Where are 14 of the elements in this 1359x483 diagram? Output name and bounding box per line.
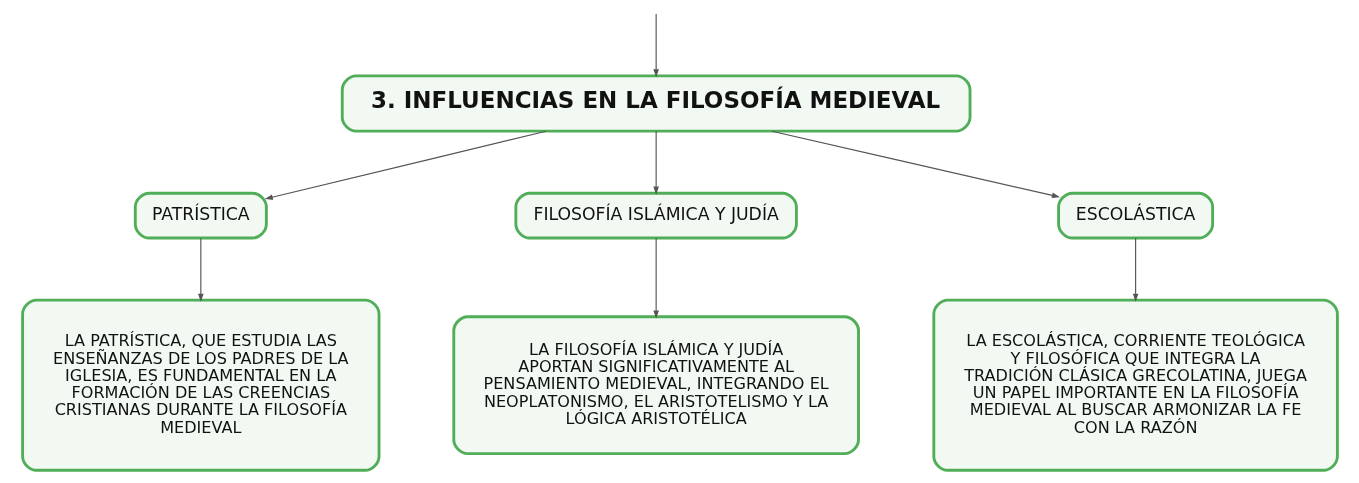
node-box: PATRÍSTICA	[133, 191, 268, 240]
arrow	[652, 130, 659, 195]
arrow	[770, 130, 1060, 199]
node-box: FILOSOFÍA ISLÁMICA Y JUDÍA	[513, 191, 798, 240]
node-box: 3. INFLUENCIAS EN LA FILOSOFÍA MEDIEVAL	[340, 74, 971, 133]
node-box: LA FILOSOFÍA ISLÁMICA Y JUDÍA APORTAN SIGNIFICATIVAMENTE AL PENSAMIENTO MEDIEVAL, INTEGRANDO EL NEOPLATONISMO, EL ARISTOTELISMO Y LA LÓGICA ARISTOTÉLICA	[451, 315, 860, 456]
arrow	[652, 13, 659, 78]
node-box: ESCOLÁSTICA	[1056, 191, 1214, 240]
node-box: LA ESCOLÁSTICA, CORRIENTE TEOLÓGICA Y FILOSÓFICA QUE INTEGRA LA TRADICIÓN CLÁSICA GRECOLATINA, JUEGA UN PAPEL IMPORTANTE EN LA FILOSOFÍA MEDIEVAL AL BUSCAR ARMONIZAR LA FE CON LA RAZÓN	[931, 298, 1339, 472]
node-box: LA PATRÍSTICA, QUE ESTUDIA LAS ENSEÑANZAS DE LOS PADRES DE LA IGLESIA, ES FUNDAMENTAL EN LA FORMACIÓN DE LAS CREENCIAS CRISTIANAS DURANTE LA FILOSOFÍA MEDIEVAL	[20, 298, 380, 472]
arrow	[197, 237, 204, 302]
arrow	[1132, 237, 1138, 302]
arrow	[264, 130, 547, 200]
arrow	[652, 237, 659, 319]
